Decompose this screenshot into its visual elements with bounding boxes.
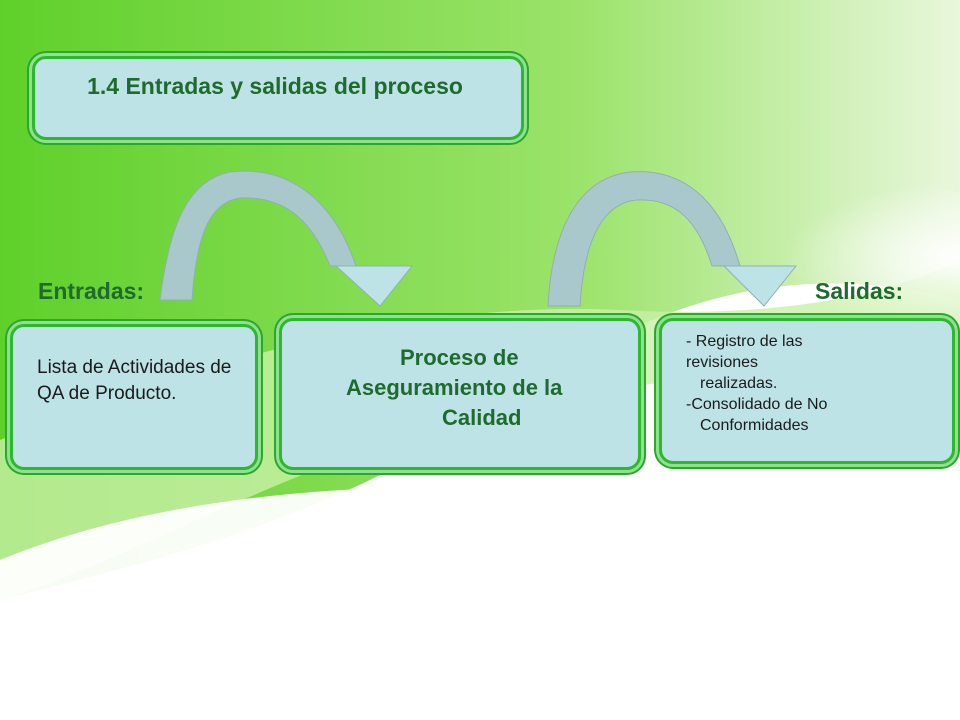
inputs-label: Entradas:: [38, 278, 145, 304]
diagram-title: 1.4 Entradas y salidas del proceso: [87, 73, 463, 99]
output-line-1: - Registro de las: [686, 333, 803, 350]
output-line-4: -Consolidado de No: [686, 396, 828, 413]
process-line-2: Aseguramiento de la: [346, 375, 563, 400]
process-line-3: Calidad: [442, 405, 522, 430]
output-line-2: revisiones: [686, 354, 759, 371]
output-text: - Registro de las revisiones realizadas.…: [686, 331, 946, 436]
process-line-1: Proceso de: [400, 345, 519, 370]
input-box: Lista de Actividades de QA de Producto.: [10, 324, 258, 470]
output-box: - Registro de las revisiones realizadas.…: [659, 318, 955, 464]
process-box: Proceso de Aseguramiento de la Calidad: [279, 318, 641, 470]
process-text: Proceso de Aseguramiento de la Calidad: [282, 343, 638, 433]
input-text: Lista de Actividades de QA de Producto.: [37, 357, 232, 404]
outputs-label: Salidas:: [815, 278, 904, 304]
output-line-5: Conformidades: [700, 417, 809, 434]
output-line-3: realizadas.: [700, 375, 778, 392]
title-box: 1.4 Entradas y salidas del proceso: [32, 56, 524, 140]
